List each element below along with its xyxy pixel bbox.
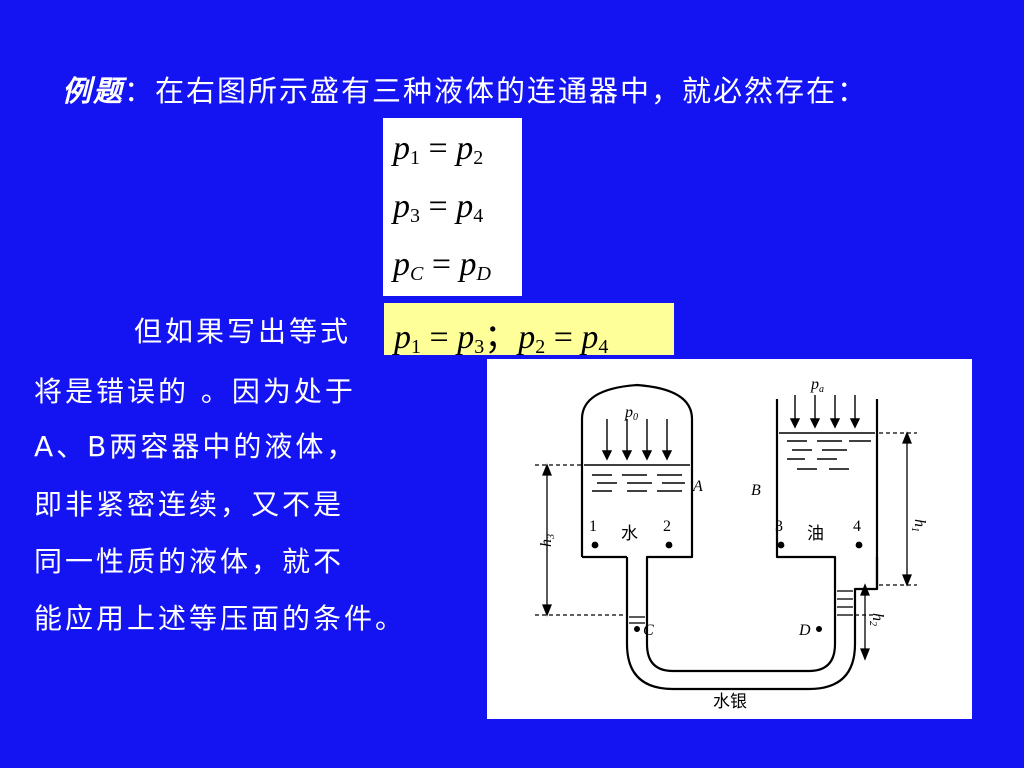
oil-label: 油 xyxy=(807,524,824,544)
wrong-equation: p1 = p3；p2 = p4 xyxy=(394,319,609,358)
explanation-line-1: 但如果写出等式 xyxy=(134,315,352,348)
equation-box: p1 = p2 p3 = p4 pC = pD xyxy=(383,118,522,296)
point-2-label: 2 xyxy=(663,518,671,535)
equation-p1-p2: p1 = p2 xyxy=(393,130,484,169)
wrong-equation-box: p1 = p3；p2 = p4 xyxy=(384,303,674,358)
h1-label: h1 xyxy=(909,519,928,532)
point-3-dot xyxy=(777,541,785,549)
point-d-label: D xyxy=(798,622,811,639)
u-tube-diagram: p0 pa A B 1 2 3 4 C D 水 油 水银 h3 h1 h2 xyxy=(487,359,972,719)
title-line: 例题：在右图所示盛有三种液体的连通器中，就必然存在： xyxy=(62,68,868,110)
pressure-left-label: p0 xyxy=(624,404,638,423)
vessel-a-outline xyxy=(580,383,837,673)
point-3-label: 3 xyxy=(775,518,783,535)
point-2-dot xyxy=(665,541,673,549)
equation-p3-p4: p3 = p4 xyxy=(393,188,484,227)
pressure-right-label: pa xyxy=(810,376,824,395)
explanation-line-4: 即非紧密连续，又不是 xyxy=(34,488,345,521)
h3-label: h3 xyxy=(538,534,557,547)
point-d-dot xyxy=(816,626,822,632)
point-1-dot xyxy=(591,541,599,549)
point-4-label: 4 xyxy=(853,518,861,535)
water-label: 水 xyxy=(621,524,638,544)
explanation-line-2: 将是错误的 。因为处于 xyxy=(34,375,356,408)
vessel-a-inner xyxy=(625,399,879,691)
point-1-label: 1 xyxy=(589,518,597,535)
h2-label: h2 xyxy=(867,613,886,626)
explanation-line-6: 能应用上述等压面的条件。 xyxy=(34,602,407,635)
point-c-label: C xyxy=(643,622,654,639)
point-c-dot xyxy=(634,626,640,632)
mercury-label: 水银 xyxy=(713,692,747,712)
point-4-dot xyxy=(855,541,863,549)
example-label: 例题 xyxy=(62,74,125,108)
explanation-line-3: A、B两容器中的液体， xyxy=(34,430,358,463)
title-colon: ： xyxy=(124,74,156,108)
u-tube-drawing: p0 pa A B 1 2 3 4 C D 水 油 水银 h3 h1 h2 xyxy=(535,376,928,712)
title-text: 在右图所示盛有三种液体的连通器中，就必然存在： xyxy=(155,74,869,108)
vessel-b-label: B xyxy=(751,482,761,499)
explanation-line-5: 同一性质的液体，就不 xyxy=(34,545,345,578)
equation-pc-pd: pC = pD xyxy=(393,246,491,285)
vessel-a-label: A xyxy=(692,478,703,495)
